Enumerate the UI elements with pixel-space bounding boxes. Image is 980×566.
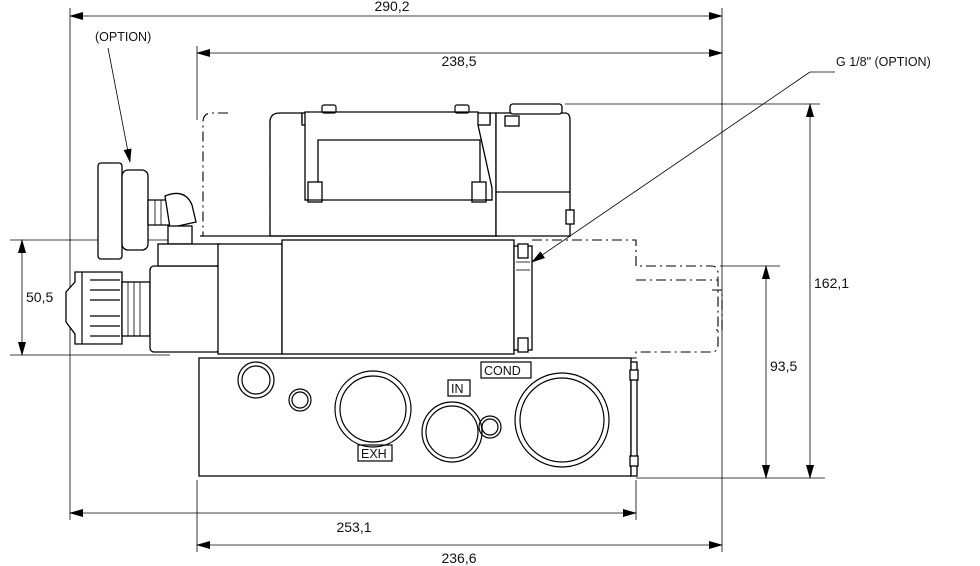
port-label-exh-text: EXH bbox=[361, 447, 387, 461]
dim-right-height-inner: 93,5 bbox=[770, 358, 797, 374]
dim-left-height: 50,5 bbox=[26, 289, 53, 305]
optional-gauge bbox=[97, 162, 197, 260]
dim-overall-width: 290,2 bbox=[374, 0, 409, 14]
extension-lines bbox=[10, 8, 825, 552]
valve-body bbox=[149, 239, 723, 359]
callout-port-option-label: G 1/8" (OPTION) bbox=[836, 55, 931, 69]
callout-option-label: (OPTION) bbox=[95, 30, 151, 44]
port-label-exh: EXH bbox=[357, 444, 393, 462]
port-label-cond-text: COND bbox=[484, 364, 521, 378]
sub-base bbox=[198, 357, 639, 477]
dim-body-width: 238,5 bbox=[441, 53, 476, 69]
port-label-cond: COND bbox=[480, 361, 532, 379]
solenoid-housing bbox=[200, 103, 575, 237]
port-label-in-text: IN bbox=[451, 382, 464, 396]
leader-lines bbox=[107, 47, 835, 263]
cable-gland bbox=[65, 271, 151, 345]
dim-base-width: 236,6 bbox=[441, 550, 476, 566]
dimension-lines bbox=[18, 12, 814, 549]
dim-right-height-outer: 162,1 bbox=[814, 275, 849, 291]
port-label-in: IN bbox=[447, 379, 471, 397]
dim-bottom-width: 253,1 bbox=[336, 519, 371, 535]
